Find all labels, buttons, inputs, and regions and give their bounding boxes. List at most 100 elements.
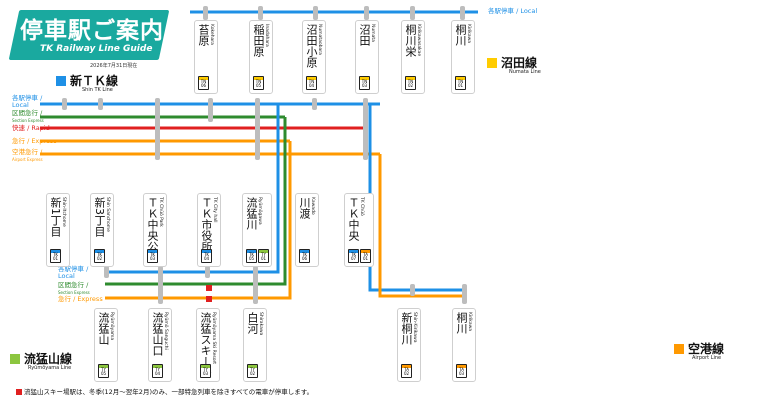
station-name-romaji: Kawado (310, 197, 315, 215)
badge-color-bar (247, 250, 256, 253)
stop-bar (104, 266, 109, 278)
page-title: 停車駅ご案内 (20, 18, 164, 44)
stop-bar (205, 266, 210, 278)
badge-color-bar (406, 77, 415, 80)
station-name: ＴＫ中央公園 (146, 197, 159, 263)
badge-color-bar (201, 365, 210, 368)
station-name: ＴＫ市役所 (200, 197, 213, 252)
station-number: 07 (350, 256, 357, 261)
station-number: 01 (52, 256, 59, 261)
badge-color-bar (248, 365, 257, 368)
badge-color-bar (99, 365, 108, 368)
station-name-romaji: Kokehara (209, 24, 214, 45)
service-label: 各駅停車 / Local (12, 94, 43, 109)
station-code: TN (407, 79, 414, 84)
badge-color-bar (457, 365, 466, 368)
station-code: TK (203, 252, 210, 257)
stop-bar (203, 6, 208, 20)
station-number: 06 (301, 256, 308, 261)
badge-color-bar (361, 250, 370, 253)
station-name: 流猛山 (97, 312, 110, 345)
service-label: 区間急行 / Section Express (58, 281, 90, 296)
station-number: 03 (361, 83, 368, 88)
line-name-en: Shin TK Line (82, 87, 113, 93)
badge-color-bar (456, 77, 465, 80)
badge-color-bar (148, 250, 157, 253)
station-name-romaji: Shin-Itchome (61, 197, 66, 227)
line-name: 新ＴＫ線 (70, 74, 119, 88)
station-name-romaji: TK City hall (212, 197, 217, 223)
station-name: 桐川 (454, 24, 467, 46)
line-name-en: Airport Line (692, 355, 722, 361)
station-name-romaji: TK Chūō Park (158, 197, 163, 227)
service-label: 快速 / Rapid (12, 124, 50, 132)
station-code: TN (457, 79, 464, 84)
station-name: 桐川栄 (404, 24, 417, 57)
stop-bar (62, 98, 67, 110)
stop-bar (364, 6, 369, 20)
service-label: 各駅停車 / Local (488, 7, 538, 15)
service-label: 区間急行 / Section Express (12, 109, 44, 124)
footnote: 流猛山スキー場駅は、冬季(12月〜翌年2月)のみ、一部特急列車を除きすべての電車… (16, 386, 313, 396)
station-name-romaji: Kirikawasakae (416, 24, 421, 57)
badge-color-bar (202, 250, 211, 253)
station-code: TA (459, 367, 464, 372)
stop-bar (410, 284, 415, 296)
station-name-romaji: Shin-Kirikawa (412, 312, 417, 343)
station-name-romaji: Kirikawa (466, 24, 471, 44)
stop-bar (158, 266, 163, 304)
station-number: 04 (203, 256, 210, 261)
station-name: 新3丁目 (93, 197, 106, 237)
badge-color-bar (199, 77, 208, 80)
ryumoyama-line-swatch (10, 354, 20, 364)
stop-bar (313, 6, 318, 20)
station-name: 桐川 (455, 312, 468, 334)
station-name-romaji: Numataobara (317, 24, 322, 55)
station-name-romaji: Shin Sanchome (105, 197, 110, 232)
station-name: 流猛山口 (151, 312, 164, 356)
